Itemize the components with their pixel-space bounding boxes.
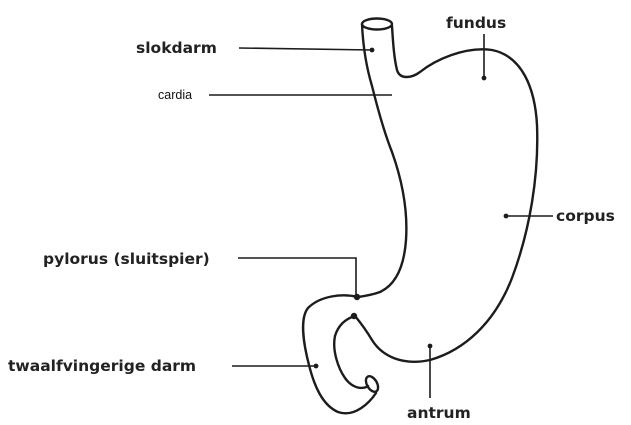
twaalfvingerige-darm-dot	[314, 364, 319, 369]
duodenum-end	[363, 374, 380, 394]
stomach-outline	[355, 26, 537, 362]
pylorus-dot-upper	[354, 294, 360, 300]
label-corpus: corpus	[556, 207, 615, 225]
label-twaalfvingerige-darm: twaalfvingerige darm	[8, 357, 196, 375]
corpus-dot	[504, 214, 509, 219]
label-antrum: antrum	[407, 404, 471, 422]
label-pylorus: pylorus (sluitspier)	[43, 250, 210, 268]
stomach-lesser-curve	[358, 24, 406, 297]
pylorus-dot-lower	[351, 313, 357, 319]
slokdarm-leader	[239, 48, 372, 50]
label-fundus: fundus	[446, 14, 506, 32]
label-cardia: cardia	[158, 88, 192, 102]
label-slokdarm: slokdarm	[136, 39, 217, 57]
slokdarm-dot	[370, 48, 375, 53]
esophagus-opening	[362, 19, 392, 30]
fundus-dot	[482, 76, 487, 81]
duodenum-outline	[303, 295, 376, 413]
antrum-dot	[428, 344, 433, 349]
pylorus-leader	[238, 258, 356, 297]
